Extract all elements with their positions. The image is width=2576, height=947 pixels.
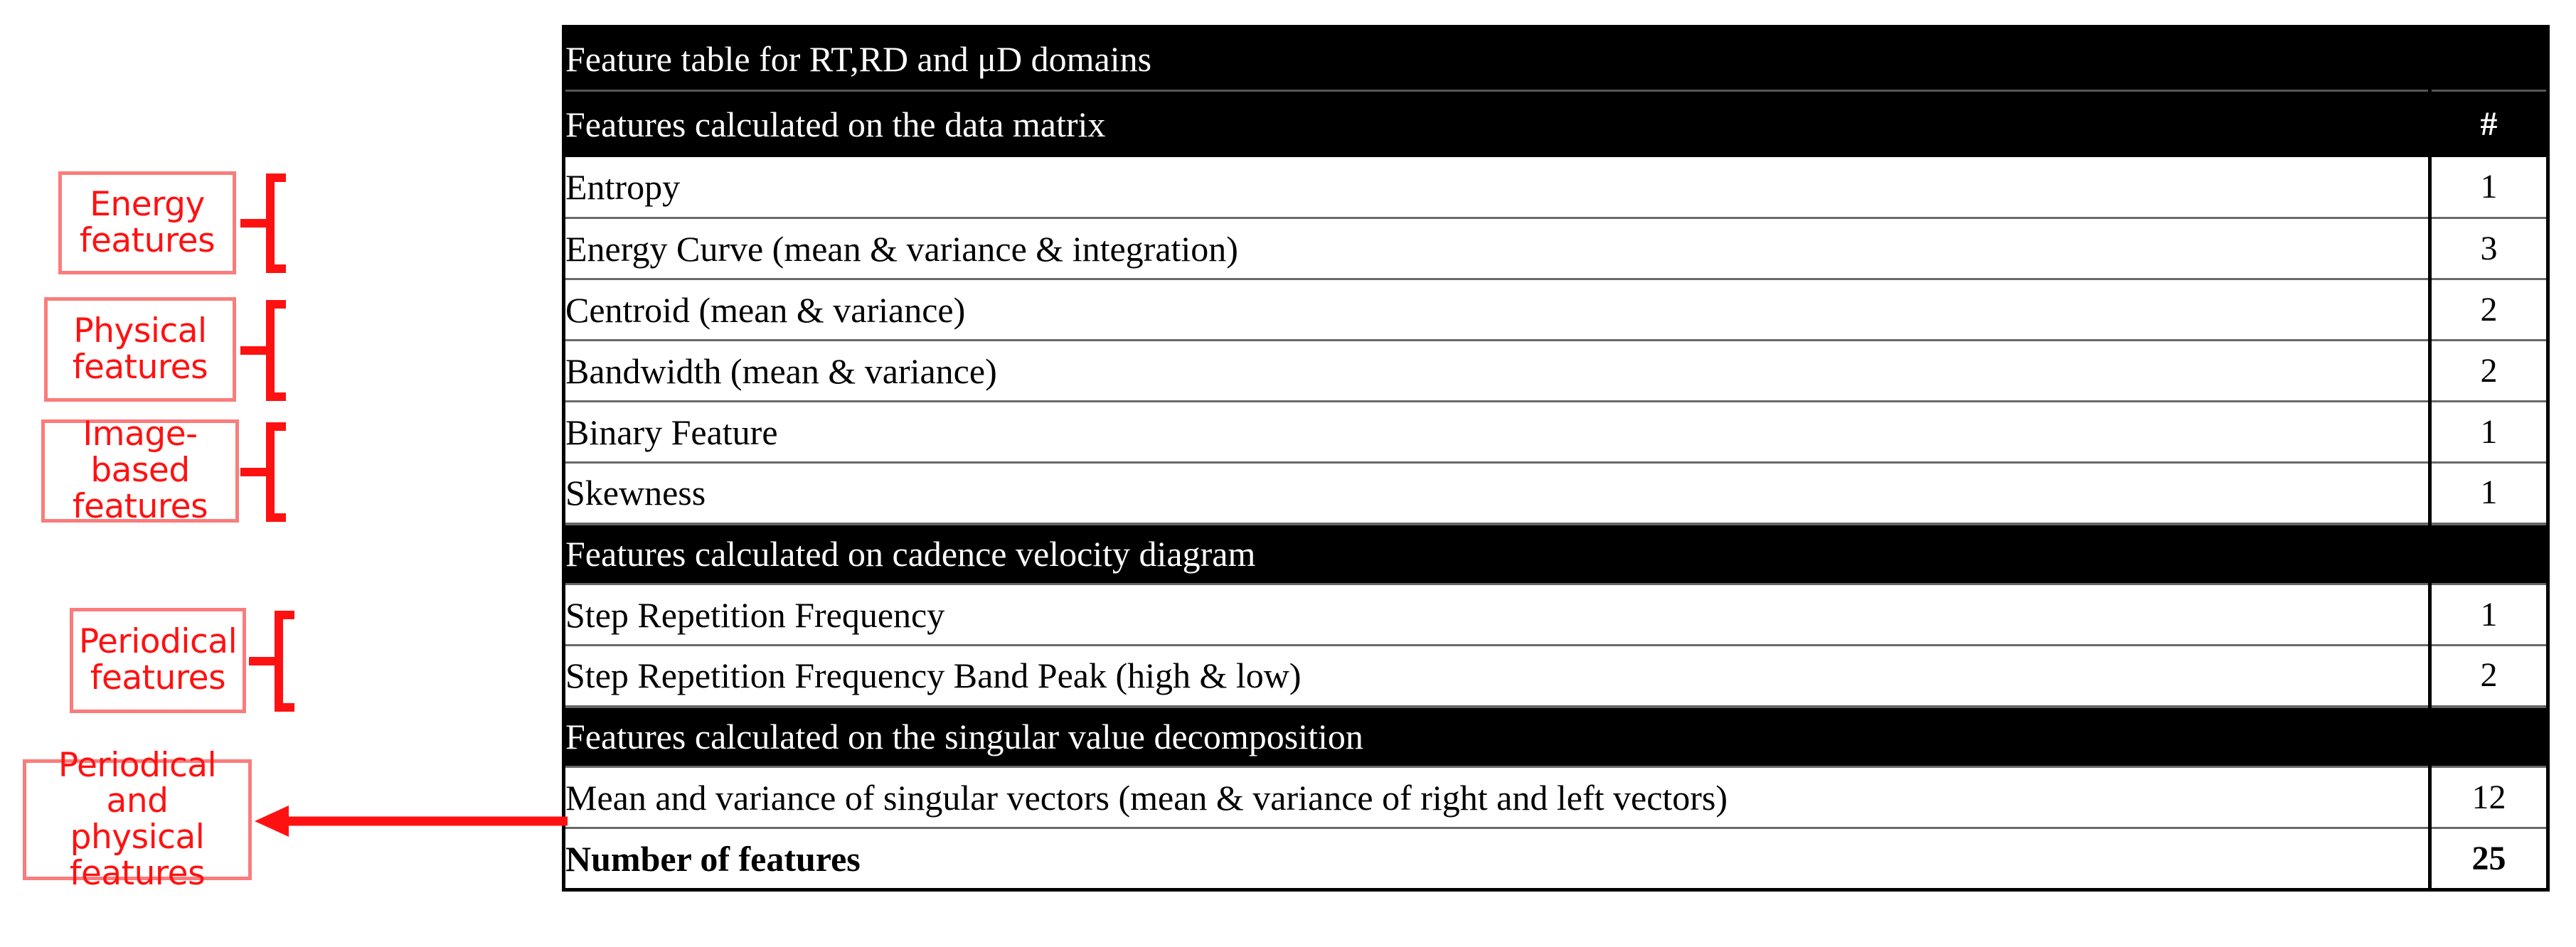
row-label-centroid: Centroid (mean & variance) xyxy=(562,278,2432,341)
annotation-box-image-based-features: Image-based features xyxy=(41,414,239,526)
row-count-singular-vectors: 12 xyxy=(2428,766,2550,828)
table-row: Bandwidth (mean & variance) 2 xyxy=(562,339,2550,402)
row-label-number-of-features: Number of features xyxy=(562,827,2432,892)
row-count-skewness: 1 xyxy=(2428,461,2550,524)
column-header-count: # xyxy=(2428,90,2550,157)
table-column-header-row: Features calculated on the data matrix # xyxy=(562,90,2550,157)
row-count-energy-curve: 3 xyxy=(2428,217,2550,279)
annotation-label-periodical-features: Periodical features xyxy=(78,622,238,697)
row-label-binary-feature: Binary Feature xyxy=(562,400,2432,463)
annotation-label-energy-features: Energy features xyxy=(79,184,215,260)
table-row: Step Repetition Frequency 1 xyxy=(562,583,2550,646)
table-row: Mean and variance of singular vectors (m… xyxy=(562,766,2550,828)
section-label-svd: Features calculated on the singular valu… xyxy=(561,705,2550,768)
section-label-cadence: Features calculated on cadence velocity … xyxy=(561,522,2550,585)
brace-energy-features xyxy=(233,168,319,279)
row-label-step-repetition-band-peak: Step Repetition Frequency Band Peak (hig… xyxy=(562,644,2432,707)
table-row: Energy Curve (mean & variance & integrat… xyxy=(562,217,2550,279)
table-row: Step Repetition Frequency Band Peak (hig… xyxy=(562,644,2550,707)
table-title-row: Feature table for RT,RD and μD domains xyxy=(561,25,2550,91)
row-count-step-repetition-frequency: 1 xyxy=(2428,583,2550,646)
row-count-bandwidth: 2 xyxy=(2428,339,2550,402)
table-row: Binary Feature 1 xyxy=(562,400,2550,463)
table-row: Skewness 1 xyxy=(562,461,2550,524)
row-count-binary-feature: 1 xyxy=(2428,400,2550,463)
row-label-energy-curve: Energy Curve (mean & variance & integrat… xyxy=(562,217,2432,279)
row-label-singular-vectors: Mean and variance of singular vectors (m… xyxy=(562,766,2432,828)
annotation-box-energy-features: Energy features xyxy=(58,171,236,274)
row-count-entropy: 1 xyxy=(2428,156,2550,218)
table-row: Centroid (mean & variance) 2 xyxy=(562,278,2550,341)
table-total-row: Number of features 25 xyxy=(562,827,2550,892)
annotation-box-periodical-features: Periodical features xyxy=(70,608,246,713)
row-count-centroid: 2 xyxy=(2428,278,2550,341)
row-count-number-of-features: 25 xyxy=(2428,827,2550,892)
annotation-box-physical-features: Physical features xyxy=(44,297,236,402)
feature-table-body: Feature table for RT,RD and μD domains F… xyxy=(561,25,2550,892)
annotation-box-periodical-and-physical-features: Periodical and physical features xyxy=(23,747,252,892)
brace-physical-features xyxy=(233,294,319,407)
row-label-step-repetition-frequency: Step Repetition Frequency xyxy=(562,583,2432,646)
table-row: Entropy 1 xyxy=(562,156,2550,218)
column-header-features: Features calculated on the data matrix xyxy=(562,90,2432,157)
arrow-to-singular-vectors-row xyxy=(250,802,568,840)
brace-periodical-features xyxy=(242,605,327,717)
feature-table: Feature table for RT,RD and μD domains F… xyxy=(561,25,2550,892)
table-section-row-cadence: Features calculated on cadence velocity … xyxy=(561,522,2550,585)
brace-image-based-features xyxy=(233,417,319,528)
table-title: Feature table for RT,RD and μD domains xyxy=(561,25,2550,91)
row-label-entropy: Entropy xyxy=(562,156,2432,218)
row-label-bandwidth: Bandwidth (mean & variance) xyxy=(562,339,2432,402)
annotation-label-image-based-features: Image-based features xyxy=(72,414,208,526)
table-section-row-svd: Features calculated on the singular valu… xyxy=(561,705,2550,768)
annotation-label-periodical-and-physical-features: Periodical and physical features xyxy=(58,745,217,893)
row-label-skewness: Skewness xyxy=(562,461,2432,524)
annotation-label-physical-features: Physical features xyxy=(72,311,208,387)
row-count-step-repetition-band-peak: 2 xyxy=(2428,644,2550,707)
